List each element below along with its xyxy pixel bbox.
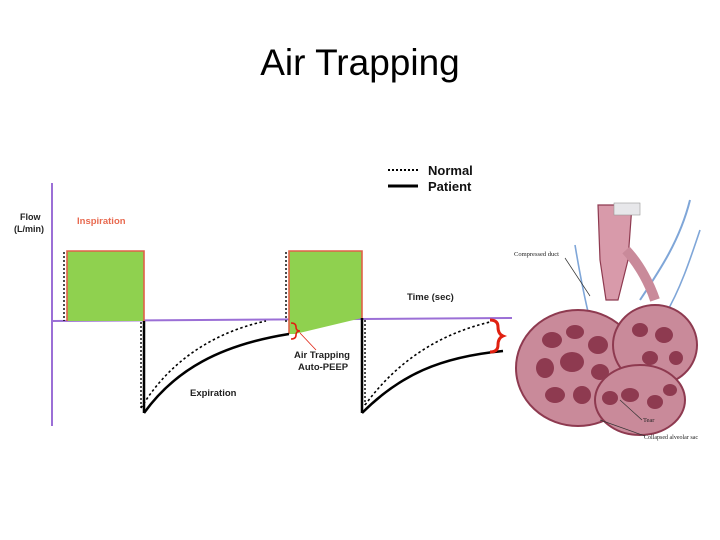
inspiration-fill-1: [67, 251, 144, 321]
patient-expiration-curve-2: [361, 349, 504, 414]
lung-alveoli-illustration: Compressed duct Tear Collapsed alveolar …: [514, 199, 701, 441]
y-axis-label-flow: Flow: [20, 212, 41, 222]
legend: Normal Patient: [388, 163, 473, 194]
time-axis-label: Time (sec): [407, 292, 454, 303]
slide-title: Air Trapping: [260, 42, 460, 83]
tear-label: Tear: [643, 417, 655, 424]
airway-cut-end: [613, 202, 641, 216]
compressed-duct-label: Compressed duct: [514, 251, 559, 258]
normal-expiration-curve-2: [364, 321, 491, 406]
collapsed-sac-label: Collapsed alveolar sac: [644, 435, 698, 441]
alveolar-cluster-lower: [594, 364, 686, 436]
legend-normal-label: Normal: [428, 163, 473, 178]
inspiration-edge-1: [66, 250, 145, 321]
auto-peep-bracket-small: [290, 322, 301, 340]
expiration-label: Expiration: [190, 388, 237, 399]
vessel: [574, 244, 591, 321]
legend-patient-label: Patient: [428, 179, 472, 194]
airway-branch: [622, 246, 660, 302]
air-trapping-label: Air Trapping: [294, 350, 350, 361]
y-axis-label-units: (L/min): [14, 224, 44, 234]
inspiration-fill-2: [289, 251, 362, 334]
auto-peep-label: Auto-PEEP: [298, 362, 349, 373]
collapsed-sac-pointer: [599, 419, 646, 437]
auto-peep-bracket-large: [489, 318, 508, 354]
inspiration-label: Inspiration: [77, 216, 126, 227]
compressed-duct-pointer: [564, 257, 591, 297]
inspiration-edge-2: [288, 250, 363, 334]
tear-pointer: [619, 399, 643, 421]
patient-expiration-curve-1: [142, 332, 290, 414]
vessel: [664, 229, 701, 316]
alveoli-holes: [536, 323, 683, 409]
air-trapping-pointer: [299, 332, 317, 351]
